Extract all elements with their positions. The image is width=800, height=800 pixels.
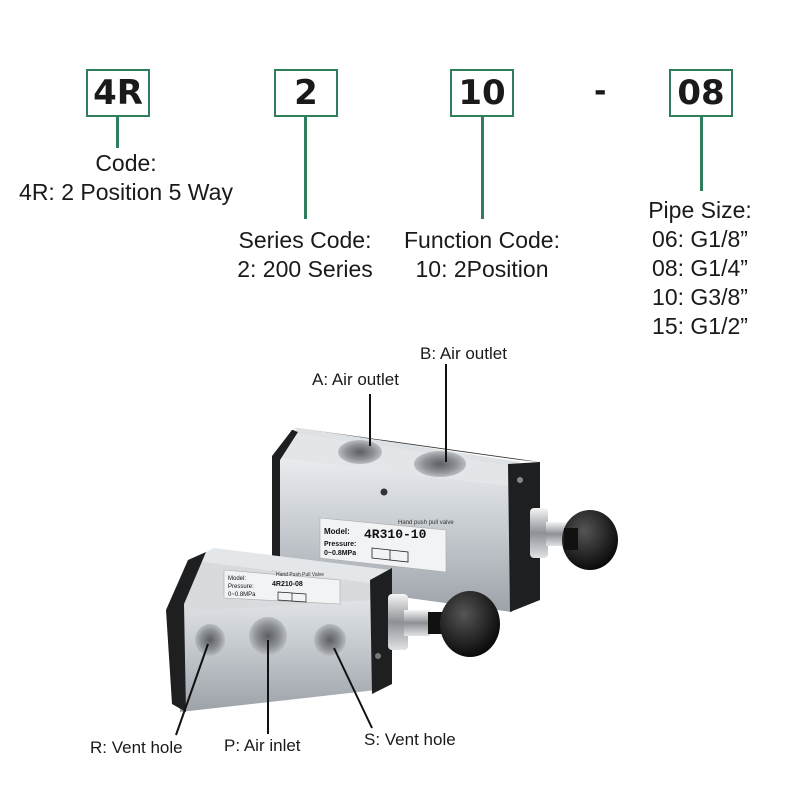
code-title-model: Code:	[95, 150, 157, 176]
code-line-pipe-size-15: 15: G1/2”	[652, 313, 748, 339]
code-line-pipe-size-06: 06: G1/8”	[652, 226, 748, 252]
front-valve: Hand Push Pull Valve Model: 4R210-08 Pre…	[166, 548, 500, 712]
code-value-series: 2	[294, 73, 318, 113]
code-line-pipe-size-10: 10: G3/8”	[652, 284, 748, 310]
connector-line-series	[304, 117, 307, 219]
back-valve-endcap-screw	[517, 477, 523, 483]
code-line-series: 2: 200 Series	[237, 256, 373, 282]
code-box-model: 4R	[86, 69, 150, 117]
back-valve-knob-icon	[562, 510, 618, 570]
back-valve-port-a	[338, 440, 382, 464]
back-valve-endcap-right	[508, 462, 540, 612]
back-valve-label-model: Model:	[324, 527, 350, 536]
front-valve-knob-icon	[440, 591, 500, 657]
back-valve-endcap-left	[272, 430, 298, 582]
front-valve-label-header: Hand Push Pull Valve	[276, 572, 324, 578]
code-separator: -	[594, 74, 607, 109]
code-description-model: Code: 4R: 2 Position 5 Way	[0, 149, 252, 207]
back-valve-knob-neck	[564, 528, 578, 550]
front-valve-screw	[375, 653, 381, 659]
port-label-s: S: Vent hole	[364, 730, 456, 749]
code-value-model: 4R	[93, 73, 143, 113]
callout-line-s	[333, 647, 373, 729]
code-title-pipe-size: Pipe Size:	[648, 197, 752, 223]
code-line-function: 10: 2Position	[415, 256, 549, 282]
front-valve-top-surface	[190, 548, 390, 584]
front-valve-stem	[404, 610, 430, 636]
front-valve-label-pressure-value: 0~0.8MPa	[228, 592, 256, 598]
code-description-series: Series Code: 2: 200 Series	[190, 226, 420, 284]
code-line-model: 4R: 2 Position 5 Way	[19, 179, 233, 205]
code-title-series: Series Code:	[238, 227, 372, 253]
front-valve-port-s	[314, 624, 346, 656]
connector-line-model	[116, 117, 119, 148]
back-valve-screw	[380, 488, 388, 496]
front-valve-knob-neck	[428, 612, 442, 634]
front-valve-symbol	[277, 591, 307, 603]
code-description-pipe-size: Pipe Size: 06: G1/8” 08: G1/4” 10: G3/8”…	[620, 196, 780, 341]
code-box-series: 2	[274, 69, 338, 117]
back-valve-port-b	[414, 451, 466, 477]
code-box-pipe-size: 08	[669, 69, 733, 117]
port-label-b: B: Air outlet	[420, 344, 507, 363]
code-title-function: Function Code:	[404, 227, 560, 253]
front-valve-port-r	[195, 624, 225, 656]
code-line-pipe-size-08: 08: G1/4”	[652, 255, 748, 281]
front-valve-label-pressure: Pressure:	[228, 584, 254, 590]
connector-line-pipe-size	[700, 117, 703, 191]
back-valve-label-model-value: 4R310-10	[364, 527, 427, 542]
code-value-function: 10	[458, 73, 506, 113]
code-box-function: 10	[450, 69, 514, 117]
back-valve-top-surface	[290, 428, 520, 466]
back-valve-label-header: Hand push pull valve	[398, 520, 454, 526]
port-label-p: P: Air inlet	[224, 736, 301, 755]
front-valve-label-model-value: 4R210-08	[272, 581, 303, 588]
back-valve-label-pressure-value: 0~0.8MPa	[324, 550, 356, 557]
port-label-r: R: Vent hole	[90, 738, 183, 757]
code-value-pipe-size: 08	[677, 73, 725, 113]
back-valve-stem-nut	[530, 508, 548, 558]
front-valve-endcap-left	[166, 552, 206, 712]
callout-line-r	[175, 643, 209, 736]
front-valve-port-p	[249, 617, 287, 655]
front-valve-endcap-right	[370, 568, 392, 694]
connector-line-function	[481, 117, 484, 219]
back-valve-label-plate	[319, 517, 447, 573]
port-label-a: A: Air outlet	[312, 370, 399, 389]
front-valve-label-plate	[223, 569, 341, 605]
front-valve-label-model: Model:	[228, 576, 246, 582]
code-description-function: Function Code: 10: 2Position	[372, 226, 592, 284]
front-valve-stem-nut	[388, 594, 408, 650]
back-valve-label-pressure: Pressure:	[324, 541, 356, 548]
back-valve-symbol	[371, 547, 409, 563]
